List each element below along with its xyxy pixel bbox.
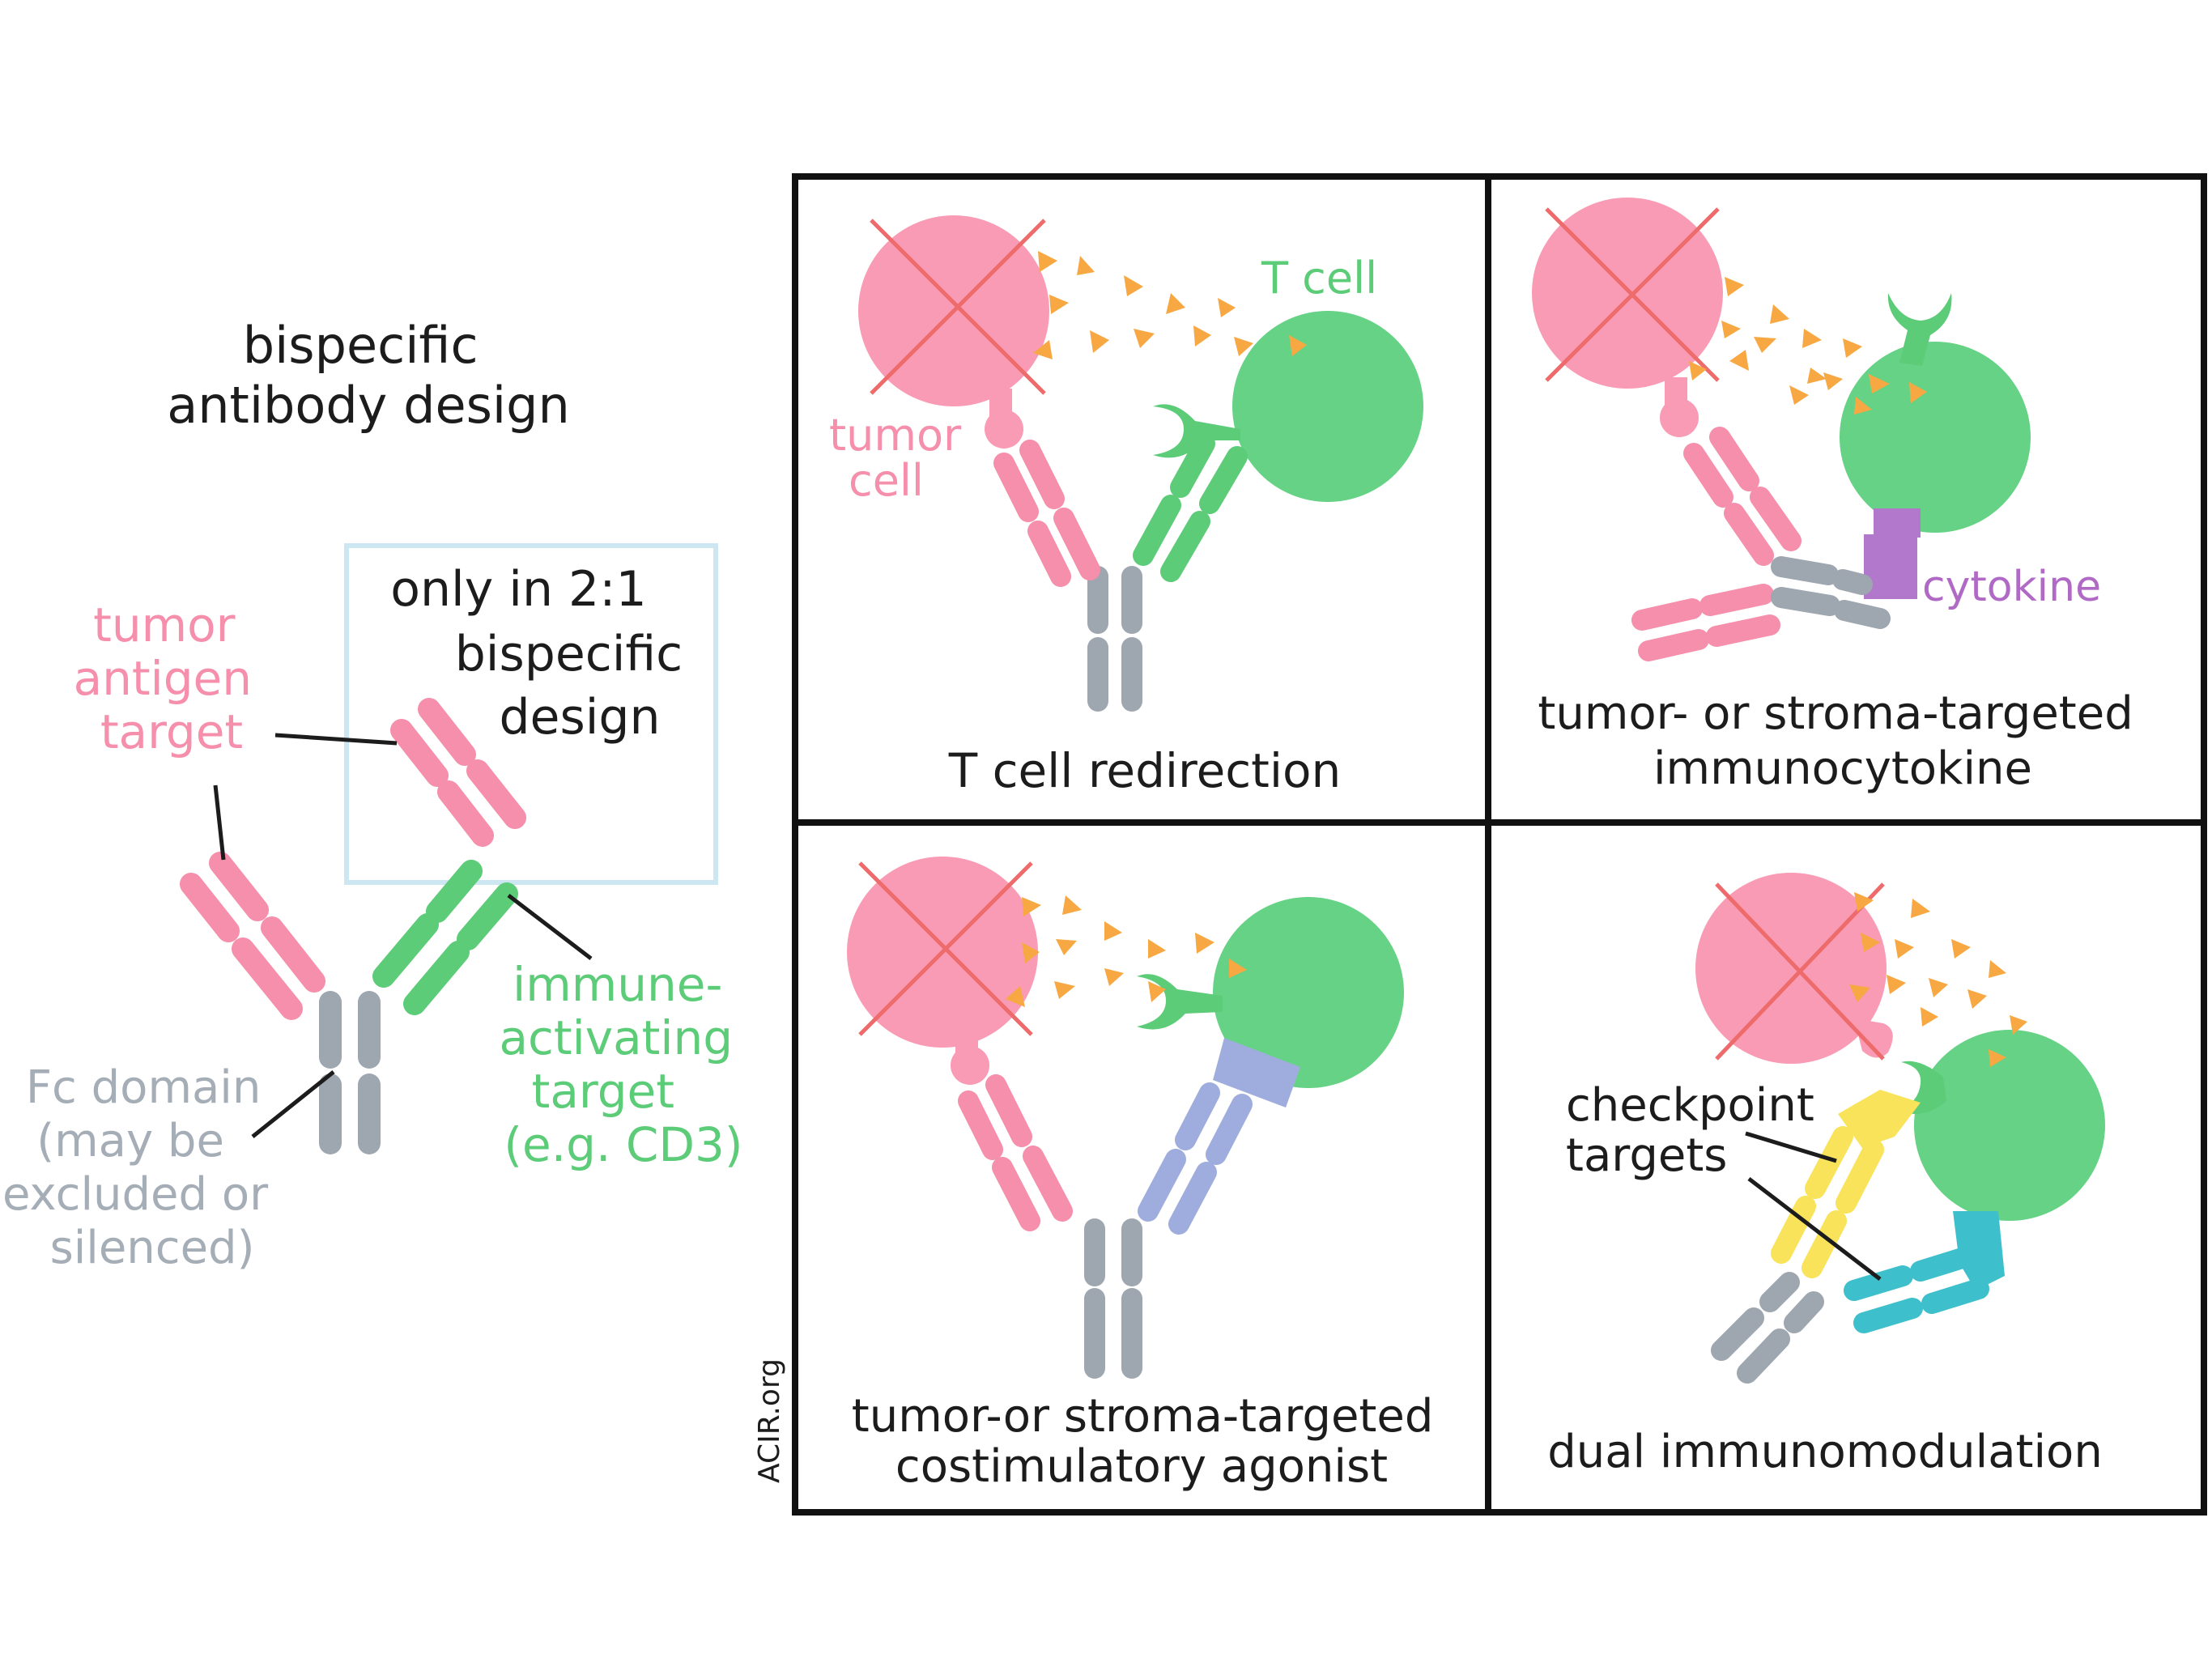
box-line: bispecific xyxy=(455,626,683,682)
tumor-antigen-stalk xyxy=(955,1030,978,1062)
tumor-binding-arm xyxy=(993,440,1100,587)
checkpoint-arm-yellow xyxy=(1771,1126,1884,1278)
caption-line: tumor-or stroma-targeted xyxy=(852,1390,1434,1443)
tumor-antigen-line: target xyxy=(100,704,243,759)
panel-immunocytokine: cytokine tumor- or stroma-targeted immun… xyxy=(1532,198,2147,795)
agonist-target-block xyxy=(1213,1038,1300,1107)
tumor-cell-line: tumor xyxy=(829,410,962,461)
panel-caption: dual immunomodulation xyxy=(1547,1426,2103,1478)
immune-target-line: immune- xyxy=(513,957,722,1012)
t-cell xyxy=(1840,342,2031,533)
cytotoxic-granules xyxy=(1849,892,2027,1067)
two-to-one-label: only in 2:1 bispecific design xyxy=(390,561,698,746)
checkpoint-ligand xyxy=(1854,1018,1893,1058)
panel-caption: tumor- or stroma-targeted immunocytokine xyxy=(1538,687,2147,795)
panel-grid xyxy=(792,173,2207,1516)
checkpoint-targets-label: checkpoint targets xyxy=(1566,1079,1829,1182)
checkpoint-arm-teal xyxy=(1844,1246,1989,1333)
panel-caption: tumor-or stroma-targeted costimulatory a… xyxy=(852,1390,1448,1493)
cytotoxic-granules xyxy=(1689,277,1927,414)
fc-domain-line: (may be xyxy=(36,1115,224,1167)
immune-receptor xyxy=(1887,293,1952,366)
panel-t-cell-redirection: tumor cell T cell T cell redirection xyxy=(829,215,1423,798)
panel-dual-immunomodulation: checkpoint targets dual immunomodulation xyxy=(1547,873,2105,1478)
cytotoxic-granules xyxy=(1006,895,1247,1007)
immune-target-label: immune- activating target (e.g. CD3) xyxy=(499,957,747,1172)
tumor-antigen-stalk xyxy=(989,389,1012,424)
tumor-cell-line: cell xyxy=(849,455,924,506)
legend-title: bispecific antibody design xyxy=(167,316,570,435)
cd3-binding-arm xyxy=(1133,433,1248,582)
cytokine-body xyxy=(1864,534,1917,599)
fc-domain-line: silenced) xyxy=(50,1222,255,1274)
tumor-cell-killed-cross xyxy=(1545,207,1720,382)
tumor-cell-killed-cross xyxy=(1715,882,1885,1061)
legend-title-line: antibody design xyxy=(167,376,570,435)
cd3-receptor xyxy=(1153,404,1240,458)
caption-line: immunocytokine xyxy=(1653,742,2032,795)
costim-receptor xyxy=(1137,974,1223,1030)
p1-antibody xyxy=(993,433,1248,712)
immune-binding-arm xyxy=(372,860,518,1015)
tumor-antigen-label: tumor antigen target xyxy=(74,597,267,759)
tumor-binding-arm xyxy=(180,852,325,1020)
tumor-cell-label: tumor cell xyxy=(829,410,975,506)
tumor-antigen-line: tumor xyxy=(93,597,235,653)
checkpoint-receptor xyxy=(1898,1061,1946,1114)
tumor-antigen-line: antigen xyxy=(74,651,252,706)
cytokine xyxy=(1864,508,1921,599)
box-line: design xyxy=(499,689,660,746)
checkpoint-line: targets xyxy=(1566,1129,1727,1182)
cytokine-receptor xyxy=(1874,508,1921,538)
fc-domain xyxy=(1771,556,1891,629)
fc-domain xyxy=(1084,1218,1142,1379)
legend-leader-lines xyxy=(213,733,593,1138)
t-cell xyxy=(1914,1030,2105,1221)
tumor-binding-arm xyxy=(958,1074,1073,1231)
checkpoint-leader-lines xyxy=(1745,1131,1882,1281)
fc-domain-label: Fc domain (may be excluded or silenced) xyxy=(2,1061,283,1274)
box-line: only in 2:1 xyxy=(390,561,646,618)
legend-antibody xyxy=(180,698,526,1154)
caption-line: tumor- or stroma-targeted xyxy=(1538,687,2133,740)
t-cell-label: T cell xyxy=(1261,253,1377,304)
fc-domain-line: excluded or xyxy=(2,1168,269,1221)
fc-domain-line: Fc domain xyxy=(26,1061,262,1114)
checkpoint-target-teal xyxy=(1953,1211,2005,1290)
panel-costimulatory-agonist: tumor-or stroma-targeted costimulatory a… xyxy=(847,857,1448,1493)
tumor-cell-killed-cross xyxy=(858,861,1033,1036)
checkpoint-target-yellow xyxy=(1838,1090,1921,1148)
cytokine-label: cytokine xyxy=(1922,563,2101,611)
checkpoint-line: checkpoint xyxy=(1566,1079,1814,1132)
design-legend: bispecific antibody design only in 2:1 b… xyxy=(2,316,747,1274)
fc-domain xyxy=(1087,566,1142,712)
costimulatory-agonist-antibody xyxy=(958,1074,1253,1379)
credit-label: ACIR.org xyxy=(753,1358,786,1483)
fc-domain xyxy=(319,991,381,1154)
cytotoxic-granules xyxy=(1033,251,1307,359)
p2-antibody xyxy=(1631,427,1891,661)
legend-title-line: bispecific xyxy=(243,316,479,375)
two-to-one-box xyxy=(344,543,718,885)
fc-domain xyxy=(1711,1272,1824,1384)
immune-target-line: (e.g. CD3) xyxy=(504,1117,742,1172)
tumor-cell xyxy=(1532,198,1723,389)
panel-caption: T cell redirection xyxy=(948,743,1342,798)
immune-target-line: activating xyxy=(499,1010,733,1065)
tumor-cell xyxy=(1695,873,1887,1064)
immune-target-line: target xyxy=(532,1064,674,1119)
extra-tumor-arm xyxy=(390,698,526,847)
t-cell xyxy=(1213,897,1404,1088)
t-cell xyxy=(1232,311,1423,502)
tumor-binding-arm xyxy=(1631,427,1802,661)
tumor-antigen-stalk xyxy=(1665,377,1687,413)
caption-line: costimulatory agonist xyxy=(895,1440,1388,1493)
tumor-cell-killed-cross xyxy=(870,219,1046,395)
agonist-binding-arm xyxy=(1138,1082,1253,1235)
